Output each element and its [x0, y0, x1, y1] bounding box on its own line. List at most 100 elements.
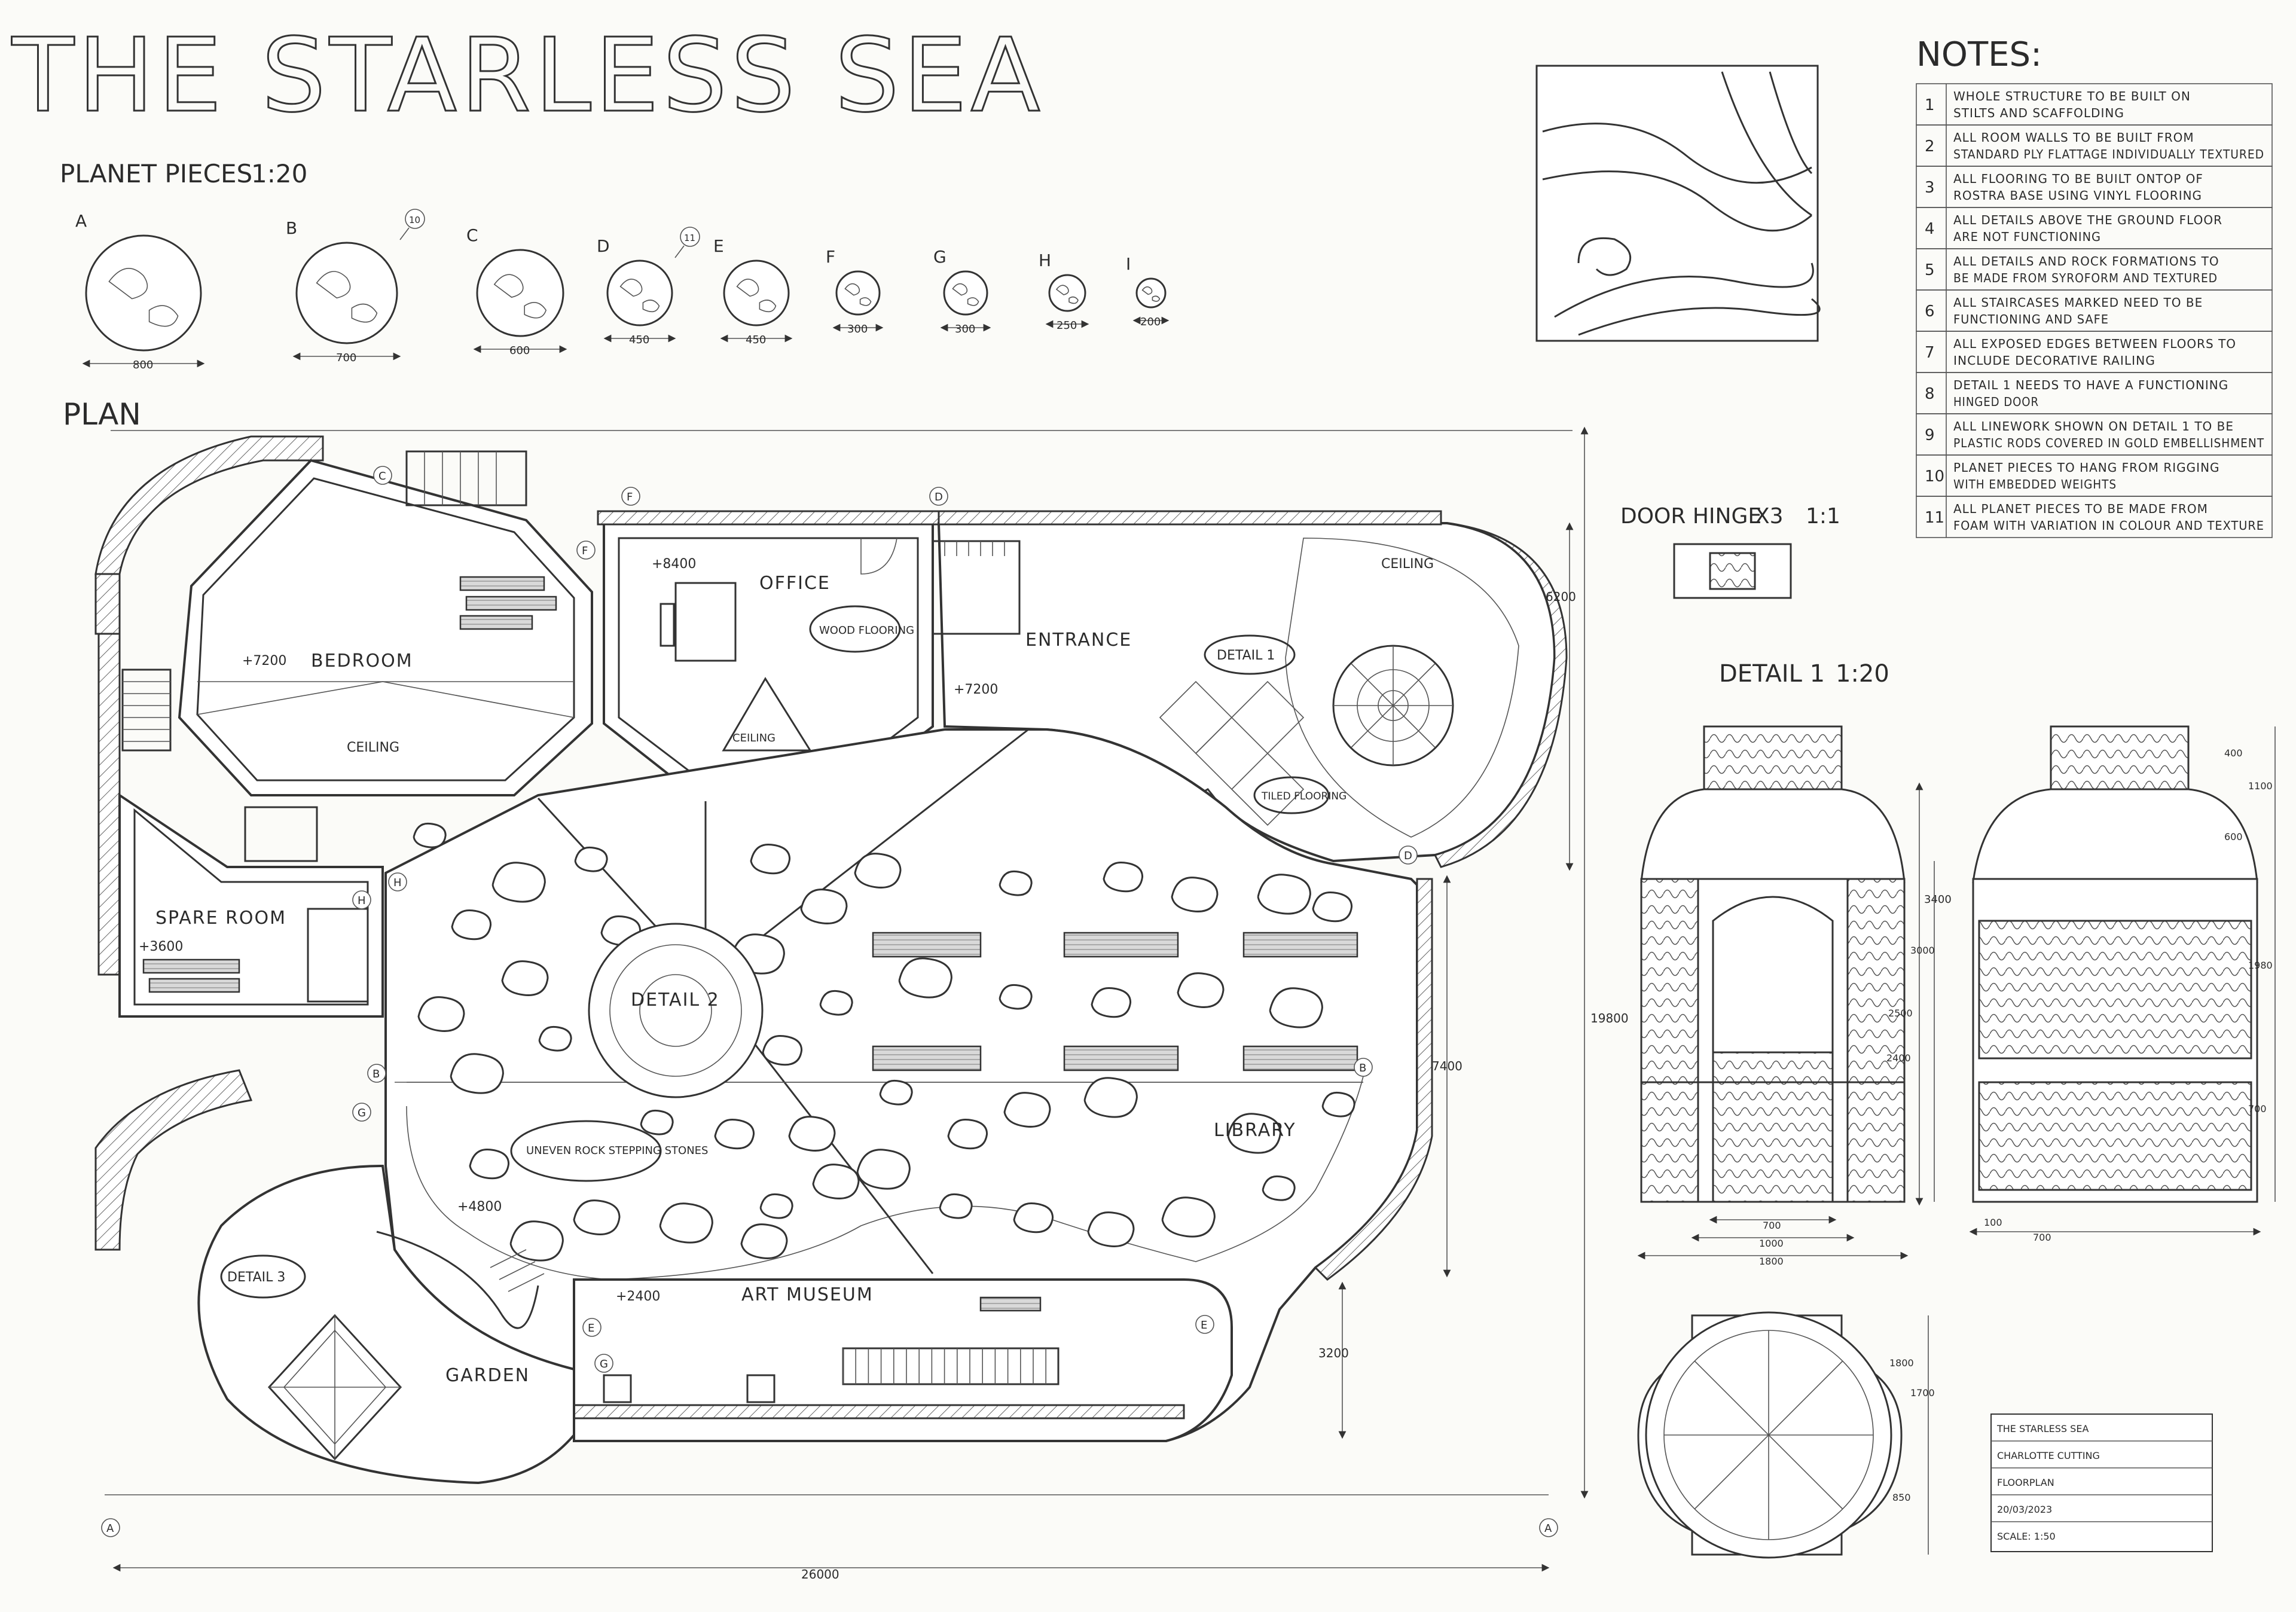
rock-stone	[574, 846, 608, 872]
section-marker	[352, 1103, 371, 1122]
rock-stone	[1161, 1196, 1216, 1238]
planet-letter: I	[1126, 254, 1131, 274]
rock-stone	[1312, 891, 1353, 923]
dim-d1-door: 2500	[1888, 1008, 1913, 1019]
note-line-1: ALL FLOORING TO BE BUILT ONTOP OF	[1953, 172, 2203, 186]
planet-diameter: 600	[509, 344, 530, 357]
section-marker	[621, 487, 640, 506]
section-marker-letter: B	[1359, 1062, 1366, 1074]
detail1-view-label: DETAIL 1	[1719, 660, 1825, 688]
notes-heading: NOTES:	[1916, 35, 2042, 74]
dim-plan-1800: 1800	[1889, 1357, 1914, 1369]
planet-letter: F	[826, 247, 835, 267]
note-number: 3	[1925, 179, 1935, 197]
rock-stone	[788, 1116, 836, 1152]
planet-letter: B	[286, 218, 297, 238]
detail1-plan-label: DETAIL 1	[1217, 648, 1275, 663]
dim-d1-1800: 1800	[1759, 1256, 1784, 1267]
rock-stone	[1091, 987, 1132, 1018]
rock-stone	[509, 1220, 564, 1262]
rock-stone	[947, 1118, 988, 1150]
title-block-drawing: FLOORPLAN	[1997, 1477, 2054, 1488]
rock-stone	[413, 822, 447, 848]
planet-note-ref: 11	[684, 233, 695, 243]
note-number: 1	[1925, 96, 1935, 114]
dim-side-700: 700	[2033, 1232, 2051, 1243]
planet-letter: E	[713, 236, 724, 256]
section-marker-letter: D	[935, 491, 943, 503]
note-line-2: STILTS AND SCAFFOLDING	[1953, 106, 2124, 120]
note-line-2: INCLUDE DECORATIVE RAILING	[1953, 353, 2155, 368]
rock-stone	[898, 957, 952, 999]
office-ceiling-label: CEILING	[732, 732, 775, 744]
garden-label: GARDEN	[445, 1365, 530, 1386]
rock-stone	[1262, 1175, 1296, 1201]
planet-diameter: 450	[629, 334, 649, 346]
rock-stone	[999, 984, 1033, 1010]
section-marker-letter: C	[378, 470, 386, 483]
title-block-author: CHARLOTTE CUTTING	[1997, 1450, 2100, 1461]
note-line-2: PLASTIC RODS COVERED IN GOLD EMBELLISHME…	[1953, 436, 2264, 450]
section-marker	[367, 1064, 386, 1083]
rock-stone	[879, 1079, 913, 1106]
note-number: 5	[1925, 261, 1935, 279]
rock-stone	[750, 843, 791, 875]
detail1-elevations: DETAIL 1 1:20 3400 3000	[1637, 660, 2276, 1559]
rock-stone	[1227, 1113, 1281, 1154]
section-marker	[576, 541, 596, 560]
floor-plan: BEDROOM +7200 CEILING SPARE ROOM +3600	[94, 426, 1629, 1582]
planet-note-ref: 10	[409, 215, 420, 225]
planet-pieces-scale: 1:20	[251, 159, 307, 188]
section-marker-letter: H	[358, 894, 366, 907]
door-hinge: DOOR HINGE X3 1:1	[1620, 504, 1840, 599]
dim-s-1100: 1100	[2248, 780, 2273, 792]
note-line-1: ALL EXPOSED EDGES BETWEEN FLOORS TO	[1953, 337, 2236, 351]
detail3-pavilion	[267, 1314, 402, 1461]
dim-d1-1000: 1000	[1759, 1238, 1784, 1249]
note-line-1: ALL STAIRCASES MARKED NEED TO BE	[1953, 295, 2203, 310]
rock-stone	[491, 862, 546, 903]
section-marker-letter: G	[358, 1107, 366, 1119]
rock-stone	[659, 1202, 713, 1244]
title-block-scale: SCALE: 1:50	[1997, 1531, 2056, 1542]
rock-stone	[1003, 1092, 1051, 1128]
note-line-1: ALL DETAILS AND ROCK FORMATIONS TO	[1953, 254, 2219, 268]
rock-stone	[999, 870, 1033, 896]
section-marker-letter: G	[600, 1358, 608, 1370]
dim-s-600: 600	[2224, 831, 2243, 842]
dim-plan-1700: 1700	[1910, 1387, 1935, 1399]
spare-room-label: SPARE ROOM	[155, 908, 286, 929]
detail2-rock	[588, 923, 764, 1098]
rock-stone	[501, 960, 549, 996]
planet-letter: C	[466, 225, 478, 245]
section-marker	[388, 872, 407, 892]
planet-diameter: 450	[746, 334, 766, 346]
tiled-flooring-label: TILED FLOORING	[1261, 790, 1347, 802]
bedroom-level: +7200	[242, 654, 286, 668]
note-number: 9	[1925, 426, 1935, 444]
planet-pieces-heading: PLANET PIECES	[60, 159, 252, 188]
wood-flooring-label: WOOD FLOORING	[819, 624, 914, 637]
dim-height-total: 19800	[1590, 1011, 1629, 1025]
door-hinge-scale: 1:1	[1806, 504, 1840, 529]
dim-d1-2400: 2400	[1886, 1052, 1911, 1064]
section-marker	[373, 466, 392, 485]
note-number: 7	[1925, 344, 1935, 362]
note-number: 6	[1925, 303, 1935, 320]
rock-stone	[800, 889, 848, 924]
dim-d1-total: 3400	[1924, 893, 1952, 906]
rock-stone	[451, 909, 492, 941]
note-line-2: HINGED DOOR	[1953, 395, 2039, 409]
rock-stone	[640, 1109, 674, 1135]
planet-diameter: 250	[1057, 319, 1077, 332]
note-line-2: STANDARD PLY FLATTAGE INDIVIDUALLY TEXTU…	[1953, 147, 2264, 161]
section-marker	[352, 890, 371, 909]
note-line-1: DETAIL 1 NEEDS TO HAVE A FUNCTIONING	[1953, 378, 2228, 392]
dim-s-400: 400	[2224, 747, 2243, 759]
